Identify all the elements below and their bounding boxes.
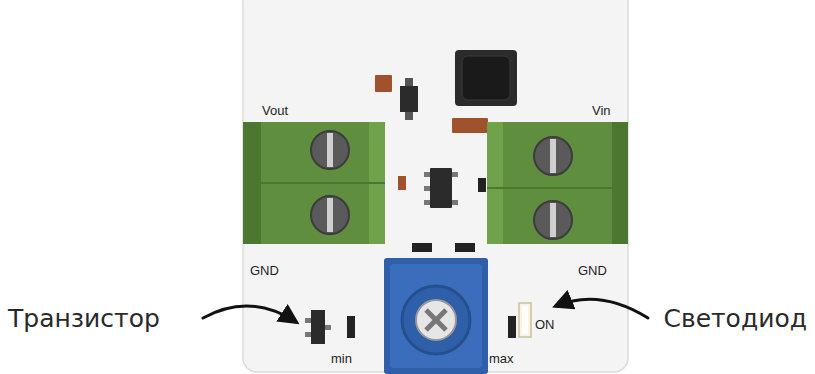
terminal-block (243, 122, 385, 244)
led (519, 303, 531, 337)
resistor (412, 243, 432, 252)
resistor (508, 316, 516, 338)
indicator-label: ON (535, 318, 555, 331)
capacitor (452, 118, 488, 133)
diode (400, 78, 418, 120)
pin-label: GND (578, 264, 607, 277)
pin-label: Vin (592, 104, 611, 117)
resistor (478, 178, 486, 192)
callout-label: Транзистор (8, 306, 160, 331)
resistor (455, 243, 475, 252)
pin-label: Vout (262, 104, 288, 117)
inductor (455, 50, 517, 106)
resistor (347, 316, 355, 338)
transistor (305, 310, 331, 344)
capacitor (375, 75, 392, 92)
potentiometer (384, 258, 488, 374)
resistor (398, 176, 406, 190)
leader-arrow (203, 306, 296, 322)
pcb-board (243, 0, 628, 372)
setting-label: min (331, 352, 352, 365)
setting-label: max (489, 352, 514, 365)
ic-chip (424, 168, 458, 208)
terminal-block (487, 122, 628, 244)
pin-label: GND (250, 264, 279, 277)
leader-arrow (556, 299, 648, 318)
callout-label: Светодиод (663, 306, 807, 331)
